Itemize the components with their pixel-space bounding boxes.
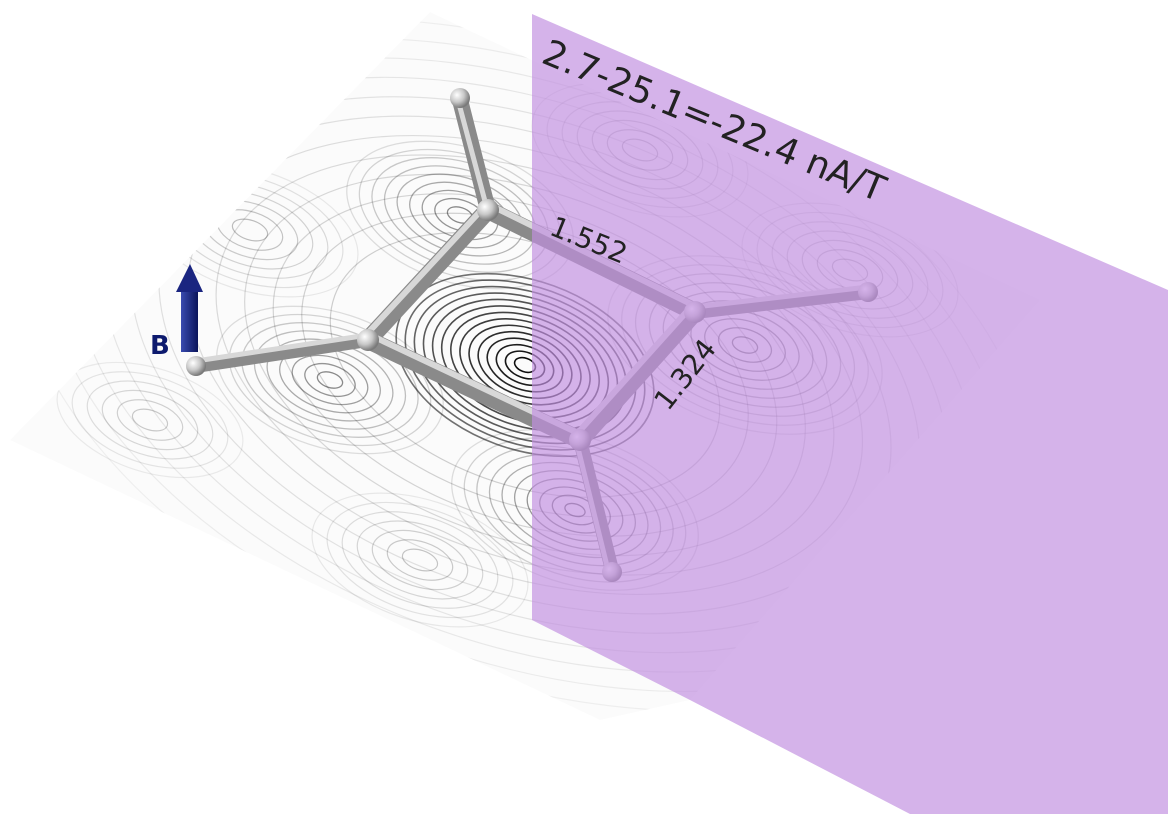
atom-c2 xyxy=(357,329,379,351)
streamline xyxy=(116,399,184,441)
streamline xyxy=(304,362,356,398)
streamline xyxy=(231,218,269,242)
streamline xyxy=(131,408,169,432)
streamline xyxy=(216,305,444,455)
streamline xyxy=(316,371,344,389)
atom-h1 xyxy=(450,88,470,108)
streamline xyxy=(71,371,229,469)
streamline xyxy=(371,529,469,591)
magnetic-field-arrow xyxy=(176,264,203,352)
integration-plane xyxy=(532,14,1168,814)
streamline xyxy=(228,313,432,447)
magnetic-field-label: B xyxy=(150,331,170,361)
streamline xyxy=(279,346,381,414)
streamline xyxy=(356,520,484,600)
streamline xyxy=(101,389,199,451)
atom-h2 xyxy=(186,356,206,376)
streamline xyxy=(86,380,214,460)
streamline xyxy=(386,539,454,581)
streamline xyxy=(291,354,369,406)
streamline xyxy=(341,511,499,609)
bond-c2-h2 xyxy=(189,333,375,373)
streamline xyxy=(311,492,529,628)
atom-c1 xyxy=(477,199,499,221)
bond-c1-c2 xyxy=(359,201,497,349)
streamline xyxy=(326,501,514,619)
streamline xyxy=(401,548,439,572)
